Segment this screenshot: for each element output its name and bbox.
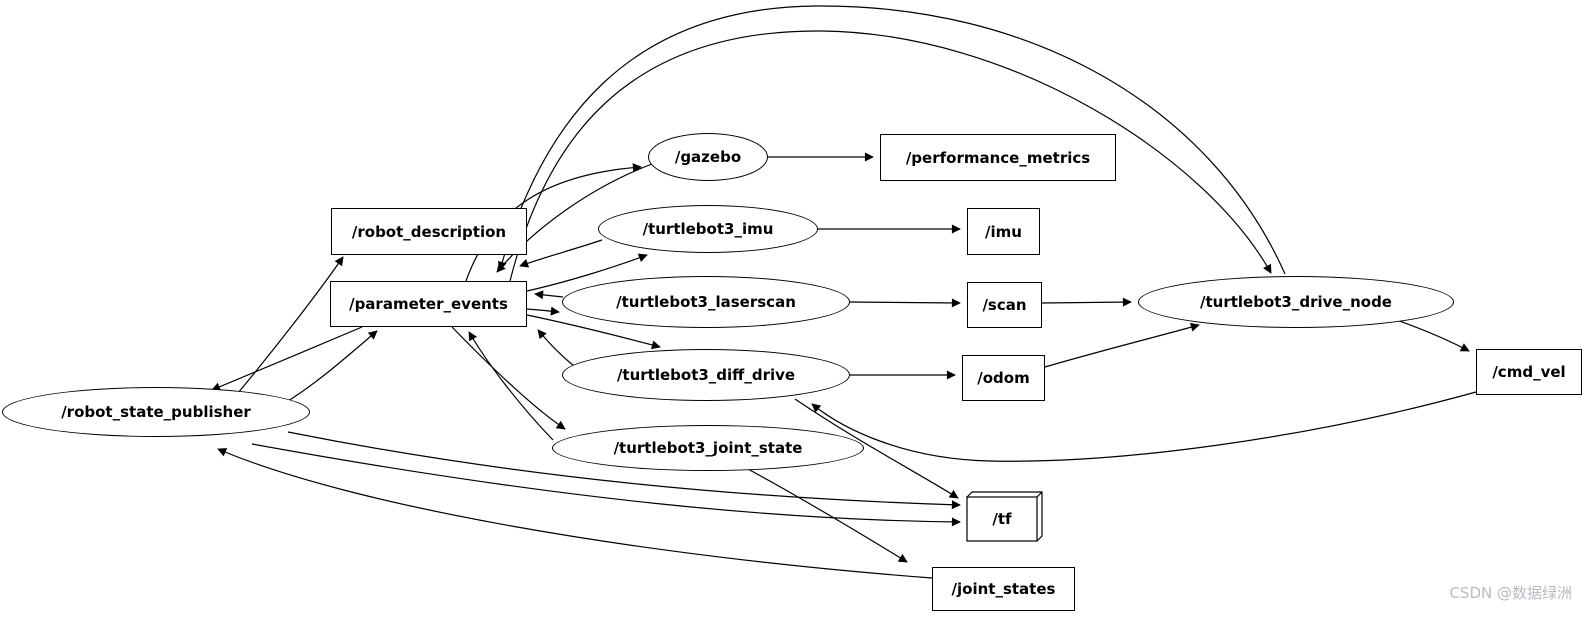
edge-turtlebot3_joint_state-to-joint_states bbox=[747, 468, 908, 563]
graph-topic-joint-states: /joint_states bbox=[932, 567, 1075, 611]
graph-topic-tf: /tf bbox=[992, 510, 1012, 528]
edge-turtlebot3_joint_state-to-tf bbox=[251, 443, 961, 527]
graph-node-turtlebot3-joint-state: /turtlebot3_joint_state bbox=[552, 425, 864, 471]
edge-parameter_events-to-gazebo bbox=[465, 163, 642, 282]
graph-node-turtlebot3-imu: /turtlebot3_imu bbox=[598, 205, 818, 253]
edge-turtlebot3_diff_drive-to-parameter_events bbox=[537, 329, 575, 367]
edge-turtlebot3_joint_state-to-parameter_events bbox=[468, 331, 554, 441]
edge-cmd_vel-to-turtlebot3_diff_drive bbox=[811, 391, 1477, 462]
edge-scan-to-turtlebot3_drive_node bbox=[1041, 297, 1132, 307]
edge-turtlebot3_laserscan-to-parameter_events bbox=[534, 290, 564, 300]
graph-node-turtlebot3-laserscan: /turtlebot3_laserscan bbox=[562, 276, 850, 328]
edge-turtlebot3_drive_node-to-cmd_vel bbox=[1387, 316, 1470, 352]
edge-turtlebot3_diff_drive-to-tf bbox=[794, 398, 959, 499]
graph-topic-cmd-vel: /cmd_vel bbox=[1476, 349, 1582, 395]
edge-parameter_events-to-turtlebot3_drive_node bbox=[509, 30, 1272, 282]
edge-turtlebot3_imu-to-parameter_events bbox=[519, 239, 603, 268]
tf-box3d-shape bbox=[966, 491, 1043, 542]
graph-topic-scan: /scan bbox=[967, 282, 1042, 328]
edge-parameter_events-to-turtlebot3_imu bbox=[526, 253, 648, 292]
edge-parameter_events-to-turtlebot3_laserscan bbox=[526, 306, 560, 316]
graph-node-robot-state-publisher: /robot_state_publisher bbox=[2, 387, 310, 437]
graph-topic-imu: /imu bbox=[967, 208, 1040, 255]
graph-topic-odom: /odom bbox=[962, 355, 1045, 401]
edge-joint_states-to-robot_state_publisher bbox=[217, 448, 933, 579]
edge-robot_state_publisher-to-tf bbox=[287, 431, 961, 510]
graph-node-turtlebot3-diff-drive: /turtlebot3_diff_drive bbox=[562, 349, 850, 401]
edge-parameter_events-to-turtlebot3_joint_state bbox=[451, 326, 566, 430]
edge-turtlebot3_drive_node-to-parameter_events bbox=[497, 5, 1286, 275]
graph-node-gazebo: /gazebo bbox=[648, 133, 768, 181]
graph-topic-parameter-events: /parameter_events bbox=[330, 281, 527, 327]
graph-topic-robot-description: /robot_description bbox=[331, 208, 527, 255]
edge-turtlebot3_laserscan-to-scan bbox=[849, 298, 961, 308]
edge-parameter_events-to-robot_state_publisher bbox=[211, 326, 363, 391]
edge-robot_state_publisher-to-parameter_events bbox=[287, 330, 378, 402]
edge-odom-to-turtlebot3_drive_node bbox=[1044, 322, 1200, 368]
edge-gazebo-to-parameter_events bbox=[496, 163, 653, 273]
edge-parameter_events-to-turtlebot3_diff_drive bbox=[526, 314, 661, 350]
csdn-watermark: CSDN @数据绿洲 bbox=[1449, 584, 1572, 602]
edge-robot_state_publisher-to-robot_description bbox=[237, 256, 344, 394]
graph-topic-performance-metrics: /performance_metrics bbox=[880, 134, 1116, 181]
graph-node-turtlebot3-drive-node: /turtlebot3_drive_node bbox=[1138, 276, 1454, 328]
